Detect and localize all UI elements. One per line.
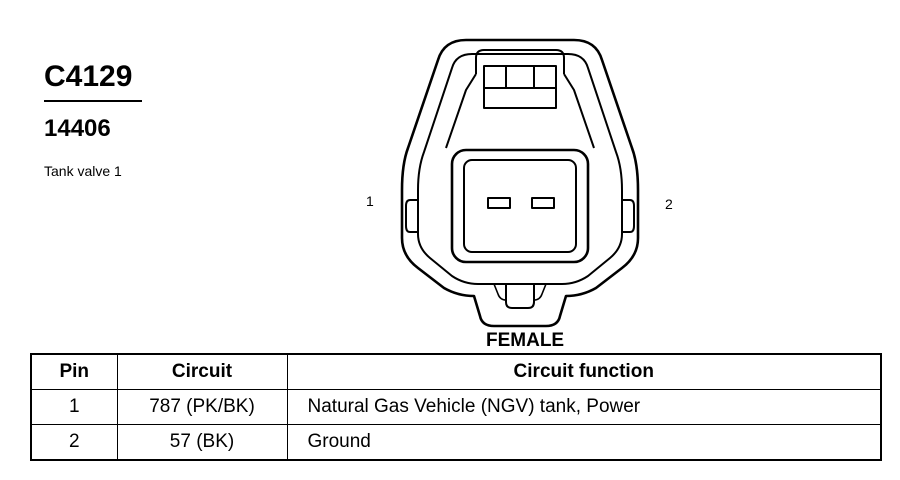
latch-rail-right [563,73,595,149]
terminal-cavity-inner [463,159,577,253]
header-circuit-function: Circuit function [286,353,882,390]
side-lock-left [405,199,418,233]
header-circuit: Circuit [116,353,288,390]
latch-rail-left [445,73,477,149]
connector-outer-shell [400,38,640,328]
connector-gender: FEMALE [486,330,565,351]
bottom-key-inner-r [533,283,547,301]
terminal-2 [531,197,555,209]
circuit-cell: 787 (PK/BK) [116,389,288,425]
connector-face-drawing [400,38,640,328]
pin-table-header: Pin Circuit Circuit function [30,353,882,390]
bottom-key-inner [493,283,507,301]
table-row: 1 787 (PK/BK) Natural Gas Vehicle (NGV) … [30,389,882,425]
pin-label-1: 1 [366,193,374,209]
header-pin: Pin [30,353,118,390]
pin-cell: 2 [30,424,118,461]
pin-label-2: 2 [665,196,673,212]
latch [475,49,565,74]
part-number: 14406 [44,115,111,142]
connector-description: Tank valve 1 [44,163,122,179]
terminal-cavity-housing [450,148,590,264]
pin-table: Pin Circuit Circuit function 1 787 (PK/B… [30,353,882,461]
side-lock-right [622,199,635,233]
function-cell: Natural Gas Vehicle (NGV) tank, Power [286,389,882,425]
connector-code-underline [44,100,142,102]
terminal-1 [487,197,511,209]
circuit-cell: 57 (BK) [116,424,288,461]
function-cell: Ground [286,424,882,461]
bottom-key [505,284,535,309]
connector-inner-shell [417,53,623,285]
connector-code: C4129 [44,60,133,93]
pin-cell: 1 [30,389,118,425]
table-row: 2 57 (BK) Ground [30,424,882,461]
